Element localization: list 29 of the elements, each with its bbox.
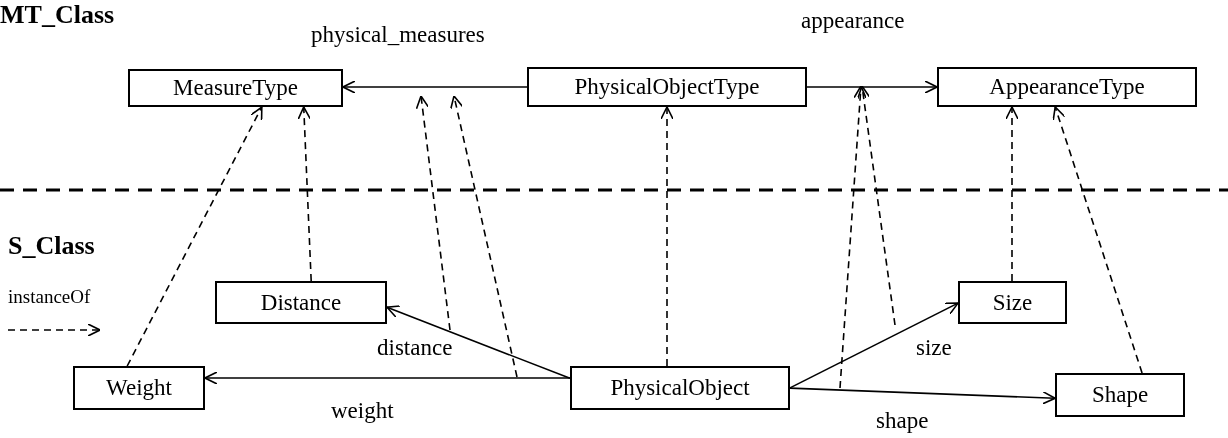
class-name: MeasureType — [173, 75, 298, 101]
class-box — [527, 67, 807, 107]
instance-of-arrow — [1052, 106, 1143, 374]
class-box — [215, 281, 387, 324]
instance-of-arrow — [297, 106, 312, 282]
legend-label: instanceOf — [8, 287, 91, 308]
class-name: Weight — [106, 375, 172, 401]
association-arrow — [789, 387, 1056, 405]
class-name: Distance — [260, 289, 342, 316]
association-arrow — [806, 80, 938, 94]
instance-of-arrow — [126, 106, 263, 367]
class-name: Size — [992, 289, 1033, 316]
association-arrow — [204, 371, 571, 385]
instance-of-arrow — [1005, 106, 1019, 282]
association-arrow — [789, 302, 959, 389]
section-heading: MT_Class — [0, 1, 115, 30]
class-box — [958, 281, 1067, 324]
class-name: AppearanceType — [989, 74, 1145, 100]
class-name: Shape — [1091, 382, 1149, 408]
class-box — [937, 67, 1197, 107]
class-name: PhysicalObjectType — [574, 74, 760, 100]
instance-of-arrow — [660, 106, 674, 367]
section-heading: S_Class — [8, 232, 95, 261]
class-box — [1055, 373, 1185, 417]
class-box — [73, 366, 205, 410]
class-name: PhysicalObject — [610, 375, 750, 401]
class-box — [570, 366, 790, 410]
association-arrow — [342, 80, 528, 94]
class-box — [128, 69, 343, 107]
